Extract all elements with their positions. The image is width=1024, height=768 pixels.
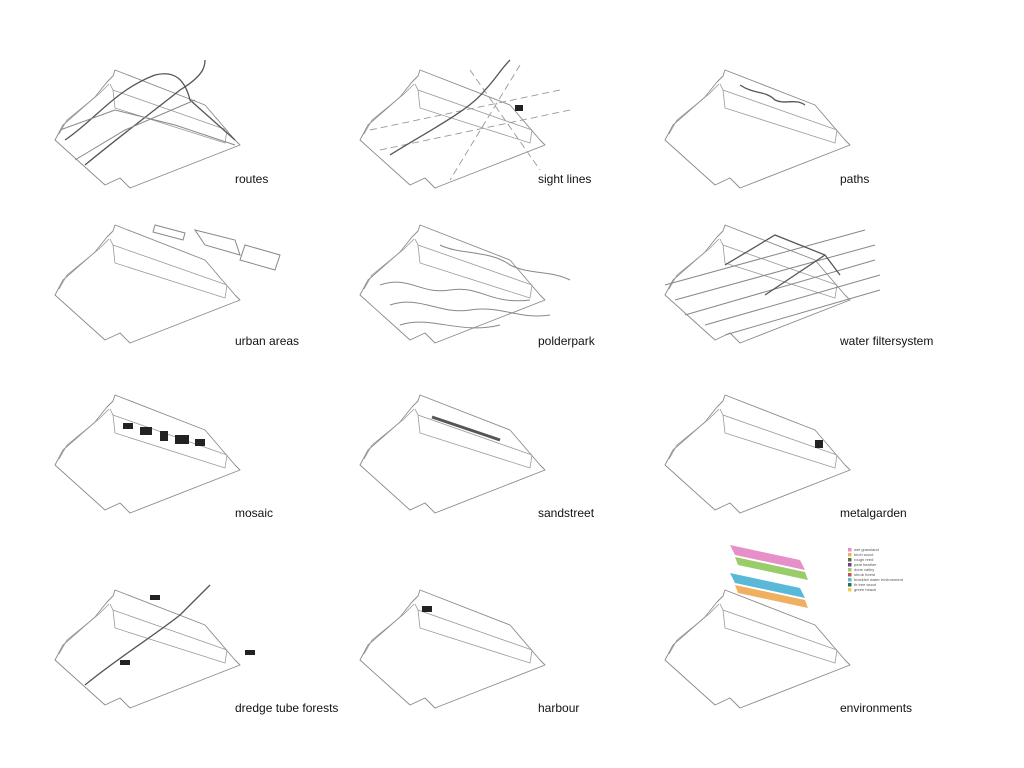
panel-harbour xyxy=(359,589,546,709)
panel-water-filtersystem xyxy=(664,224,881,344)
caption-paths: paths xyxy=(840,172,870,186)
legend-label: fir tree wood xyxy=(854,582,876,587)
legend-swatch xyxy=(848,573,852,577)
panel-paths xyxy=(664,69,851,189)
legend-label: rough reed xyxy=(854,557,873,562)
legend-label: dune valley xyxy=(854,567,874,572)
panel-urban-areas xyxy=(54,224,281,344)
panel-metalgarden xyxy=(664,394,851,514)
caption-mosaic: mosaic xyxy=(235,506,274,520)
panel-sandstreet xyxy=(359,394,546,514)
legend-swatch xyxy=(848,568,852,572)
legend-swatch xyxy=(848,563,852,567)
caption-metalgarden: metalgarden xyxy=(840,506,907,520)
panel-polderpark xyxy=(359,224,571,344)
panel-sight-lines xyxy=(359,59,571,189)
panel-dredge-tube-forests xyxy=(54,584,255,709)
caption-sight-lines: sight lines xyxy=(538,172,592,186)
caption-water-filtersystem: water filtersystem xyxy=(840,334,934,348)
caption-environments: environments xyxy=(840,701,913,715)
caption-urban-areas: urban areas xyxy=(235,334,300,348)
caption-harbour: harbour xyxy=(538,701,580,715)
legend-label: birch wood xyxy=(854,552,873,557)
legend-swatch xyxy=(848,583,852,587)
legend-swatch xyxy=(848,578,852,582)
legend-swatch xyxy=(848,558,852,562)
legend-label: green beach xyxy=(854,587,876,592)
legend-label: peat heather xyxy=(854,562,877,567)
caption-routes: routes xyxy=(235,172,269,186)
caption-polderpark: polderpark xyxy=(538,334,595,348)
panel-routes xyxy=(54,59,241,189)
legend-label: shrub forest xyxy=(854,572,876,577)
legend-swatch xyxy=(848,553,852,557)
panel-mosaic xyxy=(54,394,241,514)
panel-environments xyxy=(664,589,851,709)
legend-label: brackish water environment xyxy=(854,577,904,582)
legend-label: wet grassland xyxy=(854,547,879,552)
caption-dredge-tube-forests: dredge tube forests xyxy=(235,701,339,715)
legend-swatch xyxy=(848,548,852,552)
legend-swatch xyxy=(848,588,852,592)
environments-layers xyxy=(730,545,808,608)
caption-sandstreet: sandstreet xyxy=(538,506,595,520)
